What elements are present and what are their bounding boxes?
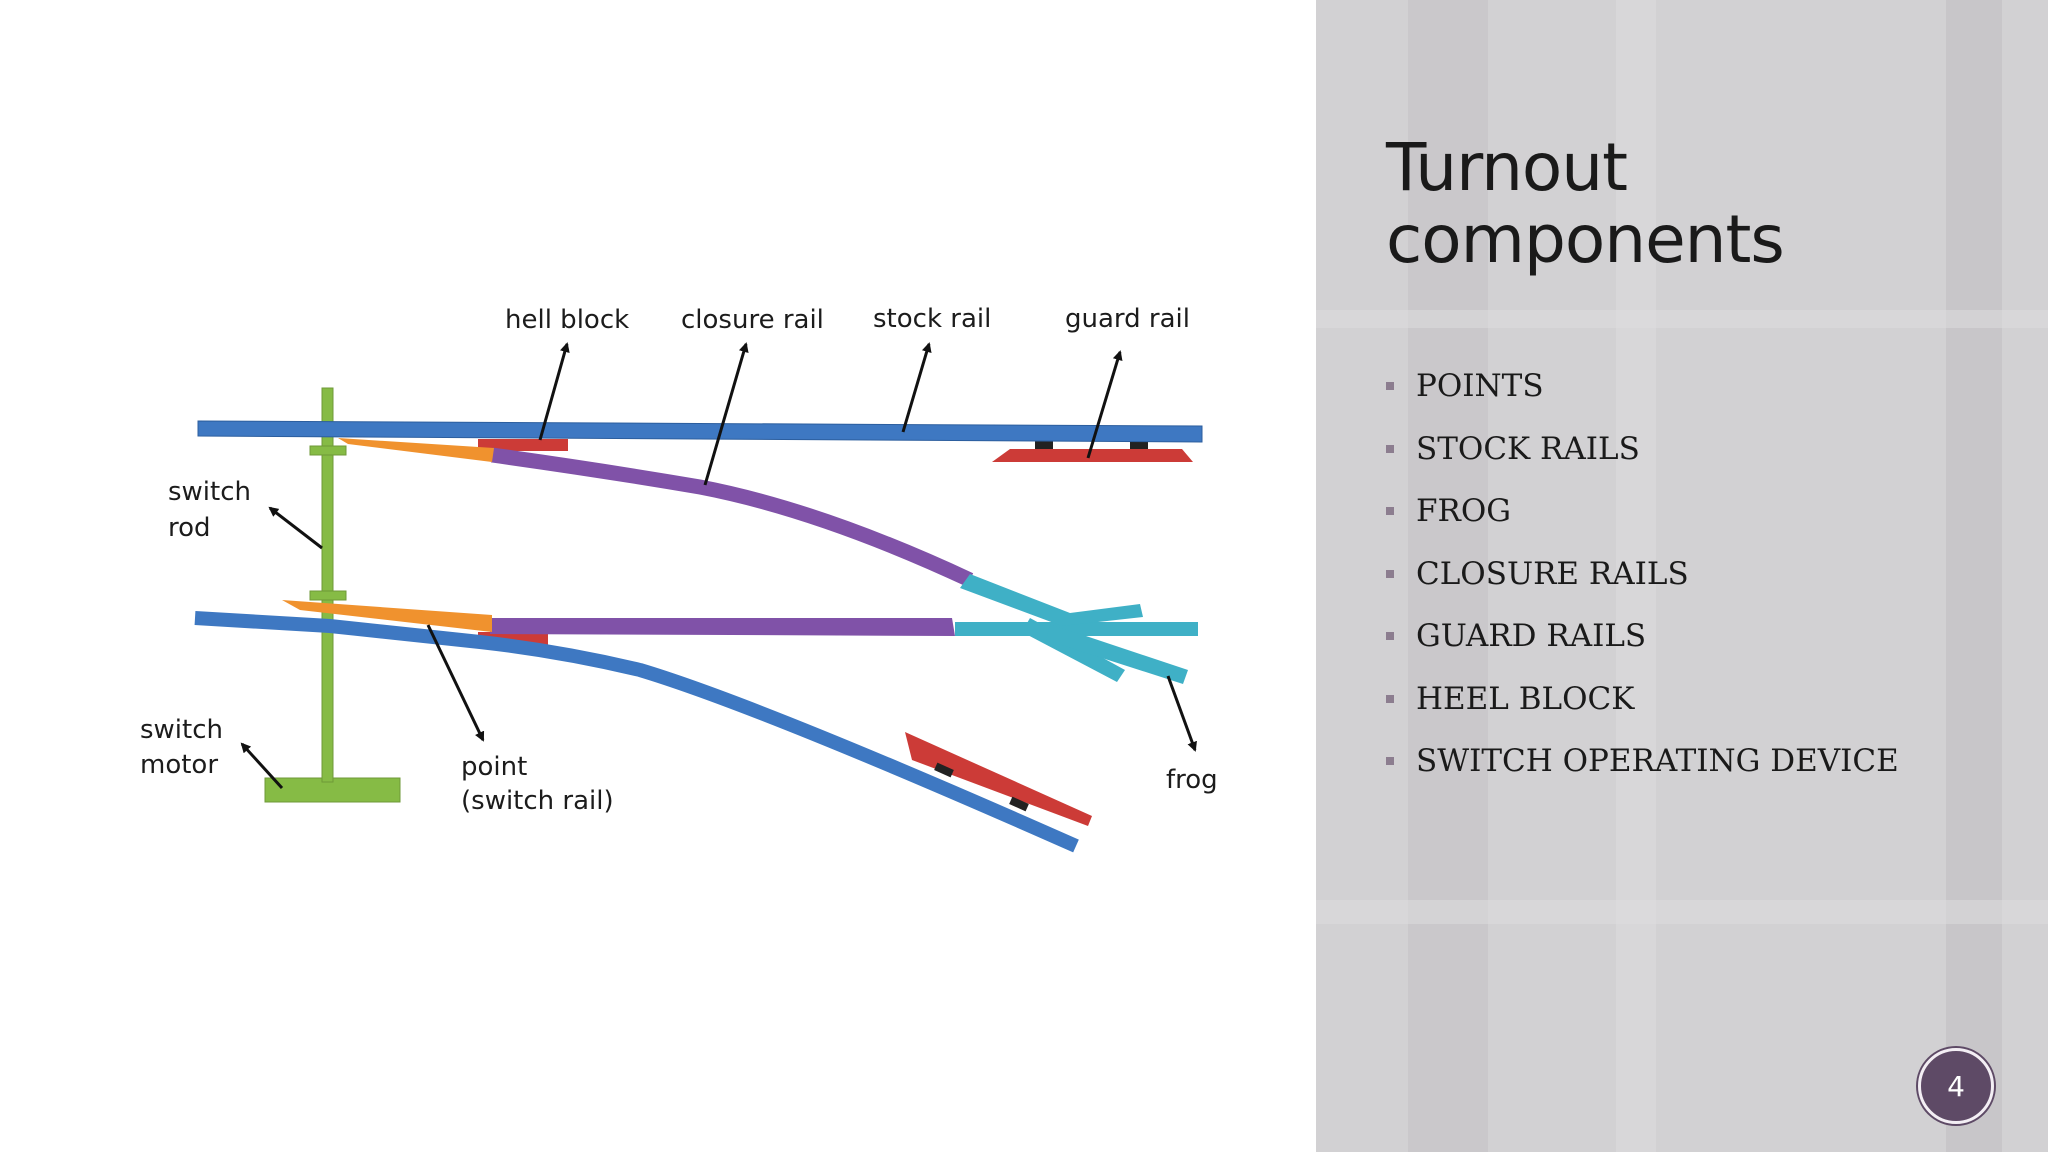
bullet-item: GUARD RAILS — [1386, 605, 1899, 668]
label-stock-rail: stock rail — [873, 304, 991, 334]
bullet-item: FROG — [1386, 480, 1899, 543]
square-bullet-icon — [1386, 757, 1394, 766]
label-frog: frog — [1166, 765, 1218, 795]
stock-rail-lower — [194, 611, 1079, 853]
slide-title: Turnout components — [1386, 129, 1785, 278]
label-point-line2: (switch rail) — [461, 786, 614, 816]
square-bullet-icon — [1386, 569, 1394, 578]
guard-rail-lower — [905, 732, 1092, 826]
bullet-text: CLOSURE RAILS — [1416, 555, 1689, 592]
title-line-2: components — [1386, 201, 1785, 278]
turnout-diagram: hell block closure rail stock rail guard… — [140, 304, 1218, 853]
square-bullet-icon — [1386, 632, 1394, 641]
square-bullet-icon — [1386, 382, 1394, 391]
label-guard-rail: guard rail — [1065, 304, 1190, 334]
arrow-point — [426, 624, 485, 742]
point-rail-upper — [338, 438, 494, 462]
label-switch-rod-line1: switch — [168, 477, 251, 507]
diagram-panel: hell block closure rail stock rail guard… — [140, 304, 1218, 853]
arrow-switch-rod — [268, 506, 323, 550]
guard-rail-chair — [1130, 441, 1148, 449]
switch-rod-clamp-upper — [309, 445, 347, 456]
page-number: 4 — [1947, 1069, 1965, 1103]
heel-block-upper — [478, 439, 568, 451]
bullet-list: POINTS STOCK RAILS FROG CLOSURE RAILS GU… — [1386, 355, 1899, 793]
square-bullet-icon — [1386, 444, 1394, 453]
arrow-stock-rail — [901, 342, 932, 433]
bullet-text: GUARD RAILS — [1416, 618, 1647, 655]
label-point-line1: point — [461, 752, 527, 782]
label-switch-rod-line2: rod — [168, 513, 211, 543]
bullet-item: SWITCH OPERATING DEVICE — [1386, 730, 1899, 793]
label-closure-rail: closure rail — [681, 305, 824, 335]
bullet-text: HEEL BLOCK — [1416, 680, 1635, 717]
stock-rail-upper — [197, 420, 1203, 443]
arrow-switch-motor — [240, 742, 284, 790]
closure-rail-curved — [490, 447, 974, 587]
label-hell-block: hell block — [505, 305, 629, 335]
bullet-item: POINTS — [1386, 355, 1899, 418]
switch-rod-clamp-lower — [309, 590, 347, 601]
bullet-item: STOCK RAILS — [1386, 418, 1899, 481]
arrow-closure-rail — [703, 342, 749, 486]
guard-rail-upper — [992, 449, 1193, 462]
bullet-text: FROG — [1416, 493, 1512, 530]
arrow-hell-block — [538, 342, 570, 441]
frog-wing-diverge — [960, 574, 1143, 626]
guard-rail-chair — [934, 762, 954, 778]
switch-rod — [321, 387, 334, 783]
guard-rail-chair — [1035, 441, 1053, 449]
bullet-item: HEEL BLOCK — [1386, 668, 1899, 731]
arrow-guard-rail — [1086, 350, 1123, 459]
guard-rail-chair — [1009, 796, 1029, 812]
background-texture — [1316, 0, 2048, 1152]
bullet-item: CLOSURE RAILS — [1386, 543, 1899, 606]
label-switch-motor-line1: switch — [140, 715, 223, 745]
title-line-1: Turnout — [1386, 129, 1628, 206]
square-bullet-icon — [1386, 507, 1394, 516]
bullet-text: POINTS — [1416, 368, 1544, 405]
content-panel: Turnout components POINTS STOCK RAILS FR… — [1316, 0, 2048, 1152]
arrow-frog — [1166, 675, 1197, 752]
bullet-text: SWITCH OPERATING DEVICE — [1416, 743, 1899, 780]
closure-rail-straight — [490, 618, 955, 636]
bullet-text: STOCK RAILS — [1416, 430, 1640, 467]
frog-crossing-2 — [1046, 624, 1188, 684]
frog-rail-straight — [955, 622, 1198, 636]
point-rail-lower — [282, 600, 492, 632]
page-number-badge: 4 — [1918, 1048, 1994, 1124]
square-bullet-icon — [1386, 694, 1394, 703]
label-switch-motor-line2: motor — [140, 750, 218, 780]
